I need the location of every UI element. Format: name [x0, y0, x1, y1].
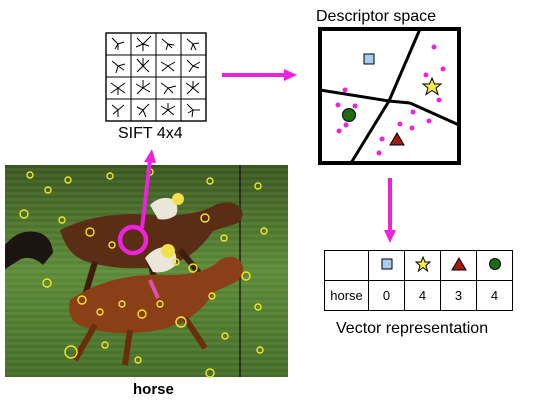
arrow-photo-to-sift: [140, 149, 156, 229]
header-star-cell: [404, 250, 441, 281]
sift-grid: [105, 32, 207, 122]
header-circle-cell: [476, 250, 513, 281]
star-marker: [421, 76, 443, 96]
value-cell: 3: [440, 280, 477, 311]
square-marker: [363, 53, 375, 65]
descriptor-space-title: Descriptor space: [316, 8, 437, 25]
descriptor-points: [335, 44, 446, 156]
header-square-cell: [368, 250, 405, 281]
vector-table: horse 0 4 3 4: [324, 250, 513, 311]
vector-value-row: horse 0 4 3 4: [324, 280, 513, 311]
value-cell: 0: [368, 280, 405, 311]
arrow-descriptor-to-vector: [384, 178, 396, 243]
descriptor-space: [318, 27, 461, 165]
feature-region-circle: [117, 224, 149, 256]
sift-label: SIFT 4x4: [118, 125, 183, 142]
arrow-sift-to-descriptor: [222, 69, 297, 81]
image-caption: horse: [133, 381, 174, 398]
jockey-figures: [145, 193, 184, 299]
yellow-star-icon: [414, 255, 431, 273]
red-triangle-icon: [450, 257, 467, 271]
blue-square-icon: [381, 258, 392, 270]
vector-caption: Vector representation: [336, 320, 489, 337]
circle-marker: [342, 108, 356, 122]
row-label-cell: horse: [324, 280, 369, 311]
horse-photo: [5, 165, 288, 378]
keypoint-markers: [19, 168, 268, 378]
gradient-orientation-glyphs: [110, 35, 201, 118]
value-cell: 4: [404, 280, 441, 311]
triangle-marker: [389, 132, 405, 146]
value-cell: 4: [476, 280, 513, 311]
green-circle-icon: [488, 258, 501, 270]
vector-header-row: [324, 250, 513, 281]
header-empty-cell: [324, 250, 369, 281]
header-triangle-cell: [440, 250, 477, 281]
